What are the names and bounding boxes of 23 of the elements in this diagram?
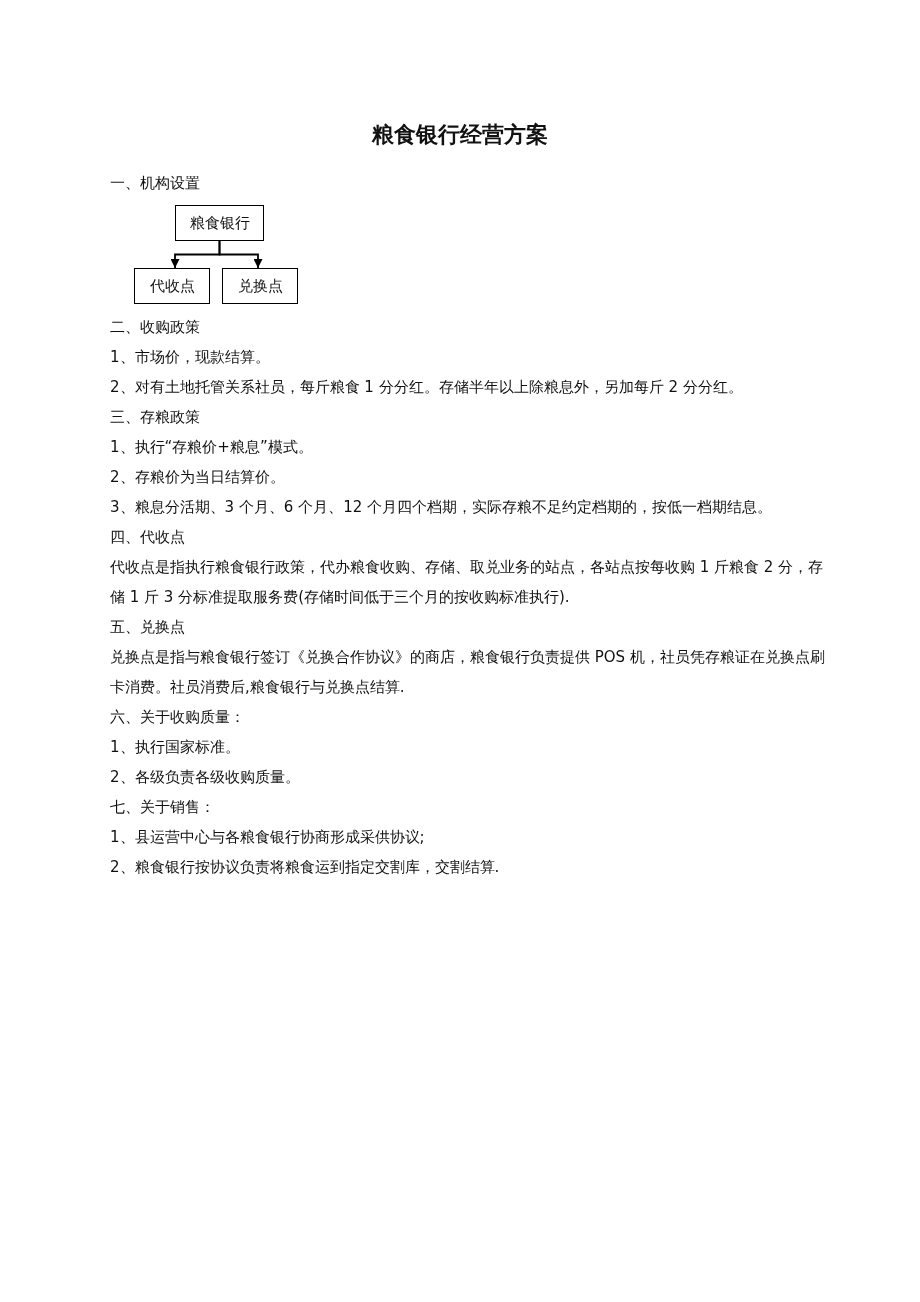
- text-line: 3、粮息分活期、3 个月、6 个月、12 个月四个档期，实际存粮不足约定档期的，按低一档期结息。: [110, 497, 774, 518]
- text-line: 1、执行“存粮价+粮息”模式。: [110, 437, 314, 458]
- text-line: 四、代收点: [110, 527, 186, 548]
- text-line: 二、收购政策: [110, 317, 201, 338]
- document-title: 粮食银行经营方案: [370, 121, 549, 149]
- text-line: 1、市场价，现款结算。: [110, 347, 271, 368]
- text-line: 代收点是指执行粮食银行政策，代办粮食收购、存储、取兑业务的站点，各站点按每收购 1 斤粮食 2 分，存储 1 斤 3 分标准提取服务费(存储时间低于三个月的按收购标准执行).: [110, 557, 825, 608]
- text-line: 三、存粮政策: [110, 407, 201, 428]
- org-box: 粮食银行: [175, 205, 264, 241]
- text-line: 1、执行国家标准。: [110, 737, 241, 758]
- org-box: 兑换点: [222, 268, 298, 304]
- text-line: 七、关于销售：: [110, 797, 216, 818]
- connector-arrow: [218, 240, 263, 269]
- text-line: 六、关于收购质量：: [110, 707, 246, 728]
- text-line: 五、兑换点: [110, 617, 186, 638]
- text-line: 2、各级负责各级收购质量。: [110, 767, 301, 788]
- text-line: 2、存粮价为当日结算价。: [110, 467, 286, 488]
- section-heading: 一、机构设置: [110, 173, 200, 194]
- text-line: 2、对有土地托管关系社员，每斤粮食 1 分分红。存储半年以上除粮息外，另加每斤 2 分分红。: [110, 377, 744, 398]
- org-box: 代收点: [134, 268, 210, 304]
- text-line: 2、粮食银行按协议负责将粮食运到指定交割库，交割结算.: [110, 857, 501, 878]
- text-line: 兑换点是指与粮食银行签订《兑换合作协议》的商店，粮食银行负责提供 POS 机，社员凭存粮证在兑换点刷卡消费。社员消费后,粮食银行与兑换点结算.: [110, 647, 826, 698]
- text-line: 1、县运营中心与各粮食银行协商形成采供协议;: [110, 827, 426, 848]
